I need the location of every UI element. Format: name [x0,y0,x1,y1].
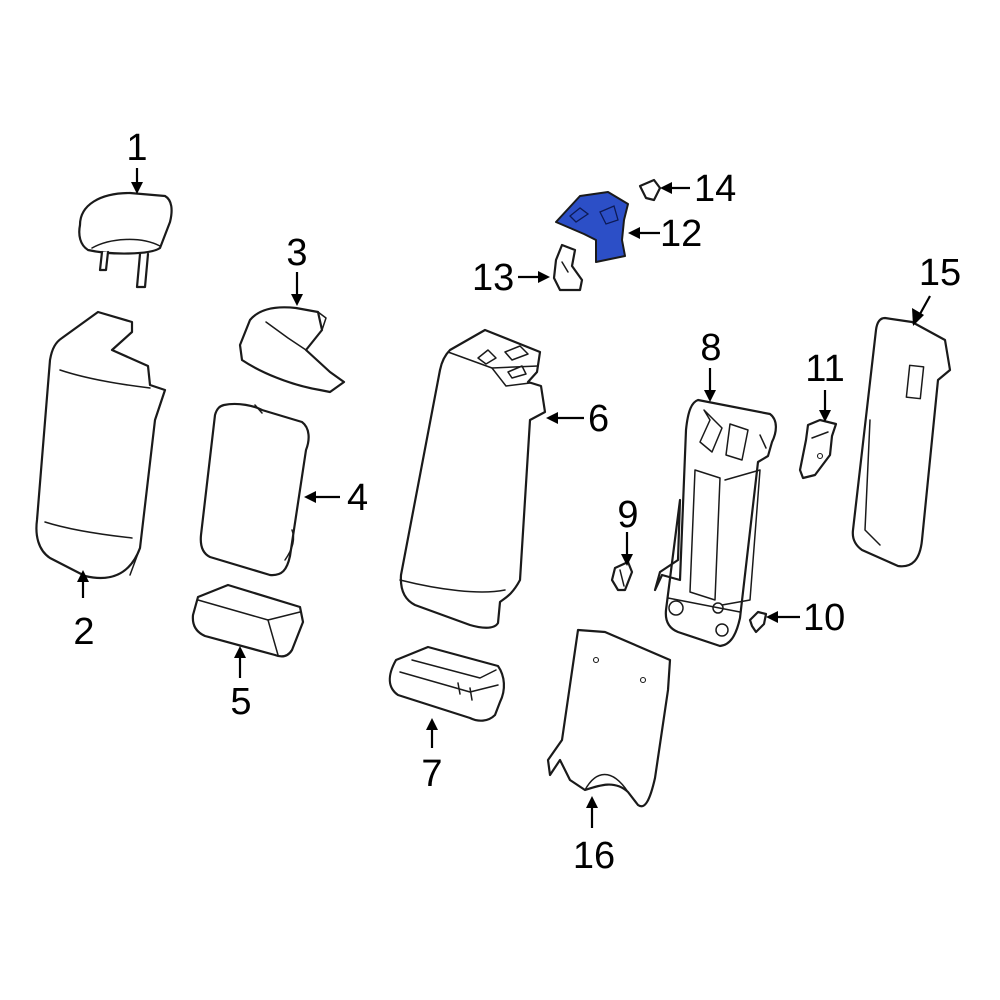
part-16-lower-back-panel[interactable] [546,628,672,808]
callout-12: 12 [660,213,702,255]
part-9-clip[interactable] [610,560,634,592]
part-15-side-panel[interactable] [851,316,952,568]
callout-13: 13 [472,257,514,299]
part-2-seatback-cushion[interactable] [35,310,167,580]
callout-2: 2 [73,611,94,653]
part-10-clip[interactable] [748,610,768,634]
callout-1: 1 [126,127,147,169]
callout-5: 5 [230,681,251,723]
callout-11: 11 [805,348,844,390]
callout-14: 14 [694,168,736,210]
part-3-upper-trim-cover[interactable] [238,306,346,394]
callout-10: 10 [803,597,845,639]
part-8-seatback-frame[interactable] [653,398,777,648]
callout-8: 8 [700,327,721,369]
callout-4: 4 [347,477,368,519]
part-1-headrest[interactable] [78,191,173,289]
callout-3: 3 [286,232,307,274]
part-14-cap[interactable] [638,178,662,202]
callout-15: 15 [919,252,961,294]
part-4-seatback-panel[interactable] [199,402,310,577]
callout-7: 7 [421,753,442,795]
part-7-bottom-trim-cover[interactable] [388,645,505,722]
callout-labels: 1 2 3 4 5 6 7 8 9 10 11 12 13 14 15 16 [73,127,961,877]
callout-16: 16 [573,835,615,877]
part-13-bracket[interactable] [552,243,584,292]
part-5-lower-trim[interactable] [191,583,305,658]
callout-6: 6 [588,398,609,440]
part-12-highlighted-trim[interactable] [555,191,629,263]
callout-9: 9 [617,494,638,536]
part-6-seatback-cushion[interactable] [399,328,547,629]
part-11-bracket[interactable] [798,418,838,480]
callout-arrows [77,168,931,828]
